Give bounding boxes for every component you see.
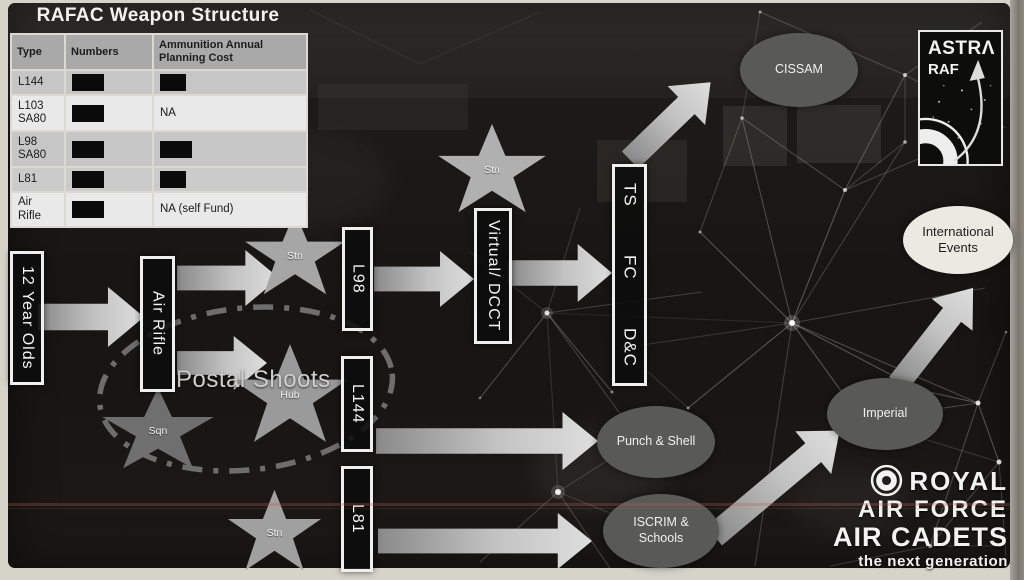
star-sqn: Sqn <box>100 386 216 470</box>
astra-subtitle: RAF <box>928 61 959 78</box>
redacted-value <box>72 104 104 122</box>
redacted-value <box>72 201 104 219</box>
raf-air-cadets-logo: ROYAL AIR FORCE AIR CADETS the next gene… <box>833 464 1008 569</box>
star-stn-middle: Stn <box>436 122 548 214</box>
astra-title: ASTRΛ <box>928 38 995 59</box>
cell-cost: NA (self Fund) <box>152 191 308 228</box>
logo-tagline: the next generation <box>858 553 1008 570</box>
col-numbers: Numbers <box>64 32 154 72</box>
redacted-value <box>160 140 192 158</box>
cell-type: L144 <box>10 69 66 97</box>
ghost-block <box>797 105 881 163</box>
redacted-value <box>160 74 186 92</box>
node-cissam: CISSAM <box>740 33 858 107</box>
curved-arrow-head <box>969 59 985 81</box>
ghost-block <box>318 84 468 130</box>
scan-artifact-line <box>8 508 1010 509</box>
node-iscrim-schools: ISCRIM & Schools <box>603 494 719 568</box>
box-air-rifle: Air Rifle <box>140 256 175 392</box>
scan-artifact-line <box>8 503 1010 506</box>
redacted-value <box>72 74 104 92</box>
box-12-year-olds: 12 Year Olds <box>10 251 44 385</box>
box-l81: L81 <box>341 466 373 572</box>
node-punch-shell: Punch & Shell <box>597 406 715 478</box>
table-row: L103 SA80 NA <box>10 94 308 133</box>
star-stn-lower: Stn <box>226 488 323 572</box>
weapon-table: Type Numbers Ammunition Annual Planning … <box>10 32 308 228</box>
table-header-row: Type Numbers Ammunition Annual Planning … <box>10 32 308 72</box>
redacted-value <box>72 171 104 189</box>
astra-art <box>920 59 992 164</box>
page-title: RAFAC Weapon Structure <box>36 5 280 26</box>
postal-shoots-label: Postal Shoots <box>176 366 331 393</box>
table-row: L81 <box>10 166 308 194</box>
cell-type: Air Rifle <box>10 191 66 228</box>
cell-type: L103 SA80 <box>10 94 66 133</box>
photo-edge <box>1010 0 1024 580</box>
redacted-value <box>160 171 186 189</box>
node-international-events: International Events <box>903 206 1013 274</box>
box-virtual-dcct: Virtual/ DCCT <box>474 208 512 344</box>
col-type: Type <box>10 32 66 72</box>
table-row: L98 SA80 <box>10 130 308 169</box>
postal-shoots-ellipse <box>96 304 396 474</box>
logo-air-cadets: AIR CADETS <box>832 522 1008 552</box>
table-row: L144 <box>10 69 308 97</box>
box-ts-fc-dc: TS FC D&C <box>612 164 647 386</box>
col-ammunition-cost: Ammunition Annual Planning Cost <box>152 32 308 72</box>
cell-cost: NA <box>152 94 308 133</box>
table-row: Air Rifle NA (self Fund) <box>10 191 308 228</box>
redacted-value <box>72 140 104 158</box>
star-stn-upper: Stn <box>243 210 347 296</box>
box-l98: L98 <box>342 227 373 331</box>
raf-roundel-icon <box>871 464 903 497</box>
cell-type: L81 <box>10 166 66 194</box>
box-l144: L144 <box>341 356 373 452</box>
logo-air-force: AIR FORCE <box>858 496 1008 523</box>
node-imperial: Imperial <box>827 378 943 450</box>
cell-type: L98 SA80 <box>10 130 66 169</box>
ghost-block <box>723 106 787 166</box>
astra-raf-logo: ASTRΛ RAF <box>918 30 1003 166</box>
logo-royal: ROYAL <box>909 465 1008 496</box>
star-hub: Hub <box>230 342 350 444</box>
